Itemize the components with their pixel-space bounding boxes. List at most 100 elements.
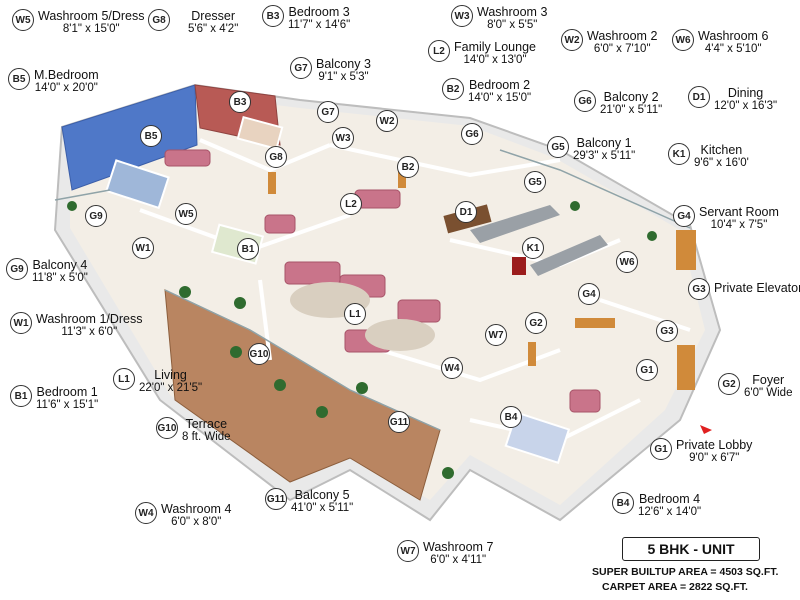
plants [67,201,657,479]
legend-name: Living [154,368,187,382]
plan-marker-g2: G2 [525,312,547,334]
badge-g7: G7 [290,57,312,79]
legend-dim: 6'0" x 8'0" [171,516,222,529]
legend-name: Balcony 2 [603,90,659,104]
bed-master [105,159,170,210]
legend-name: Bedroom 4 [638,492,701,506]
plan-marker-k1: K1 [522,237,544,259]
plan-marker-g1: G1 [636,359,658,381]
badge-g8: G8 [148,9,170,31]
plan-marker-b2: B2 [397,156,419,178]
legend-name: Servant Room [699,205,779,219]
legend-name: M.Bedroom [34,68,99,82]
legend-dim: 8'0" x 5'5" [487,19,538,32]
plan-marker-g9: G9 [85,205,107,227]
cursor-arrow [700,425,712,434]
unit-title: 5 BHK - UNIT [622,537,760,561]
legend-name: Balcony 5 [294,488,350,502]
legend-name: Washroom 5/Dress [38,9,145,23]
legend-dim: 11'7" x 14'6" [288,19,351,32]
plan-marker-l1: L1 [344,303,366,325]
plan-marker-w7: W7 [485,324,507,346]
fridge [512,257,526,275]
master-bedroom-wall [61,84,198,191]
legend-dim: 10'4" x 7'5" [710,219,768,232]
badge-g6: G6 [574,90,596,112]
badge-g10: G10 [156,417,178,439]
legend-dim: 11'8" x 5'0" [32,272,88,285]
legend-name: Washroom 4 [161,502,232,516]
badge-w3: W3 [451,5,473,27]
plan-marker-w6: W6 [616,251,638,273]
plan-marker-b1: B1 [237,238,259,260]
plan-marker-w3: W3 [332,127,354,149]
legend-dim: 6'0" x 4'11" [430,554,487,567]
legend-name: Private Elevator [714,281,800,295]
legend-item-g3: G3 Private Elevator [688,278,800,300]
badge-l2: L2 [428,40,450,62]
plan-marker-w1: W1 [132,237,154,259]
badge-g9: G9 [6,258,28,280]
legend-name: Terrace [185,417,228,431]
badge-w6: W6 [672,29,694,51]
badge-b2: B2 [442,78,464,100]
badge-g2: G2 [718,373,740,395]
kitchen-counter [470,205,560,243]
legend-dim: 5'6" x 4'2" [188,23,239,36]
plan-marker-w2: W2 [376,110,398,132]
legend-dim: 6'0" x 7'10" [593,43,651,56]
badge-w2: W2 [561,29,583,51]
badge-g4: G4 [673,205,695,227]
badge-w1: W1 [10,312,32,334]
legend-name: Washroom 2 [587,29,658,43]
legend-name: Kitchen [700,143,743,157]
plan-marker-w5: W5 [175,203,197,225]
legend-dim: 9'0" x 6'7" [689,452,740,465]
legend-name: Washroom 3 [477,5,548,19]
legend-dim: 11'3" x 6'0" [61,326,118,339]
legend-name: Foyer [752,373,785,387]
badge-b5: B5 [8,68,30,90]
plan-marker-b5: B5 [140,125,162,147]
super-builtup-area: SUPER BUILTUP AREA = 4503 SQ.FT. [592,566,779,578]
badge-l1: L1 [113,368,135,390]
railings [54,149,691,431]
legend-name: Bedroom 2 [468,78,531,92]
badge-w5: W5 [12,9,34,31]
plan-marker-g4: G4 [578,283,600,305]
legend-dim: 6'0" Wide [744,387,793,400]
legend-dim: 14'0" x 13'0" [463,54,527,67]
legend-dim: 8'1" x 15'0" [62,23,120,36]
badge-g11: G11 [265,488,287,510]
legend-name: Balcony 3 [316,57,371,71]
bed-b3 [236,115,284,151]
carpet-area: CARPET AREA = 2822 SQ.FT. [602,581,748,593]
plan-marker-w4: W4 [441,357,463,379]
legend-dim: 8 ft. Wide [182,431,231,444]
legend-name: Dining [727,86,764,100]
badge-b3: B3 [262,5,284,27]
plan-marker-g7: G7 [317,101,339,123]
plan-marker-b4: B4 [500,406,522,428]
plan-marker-l2: L2 [340,193,362,215]
